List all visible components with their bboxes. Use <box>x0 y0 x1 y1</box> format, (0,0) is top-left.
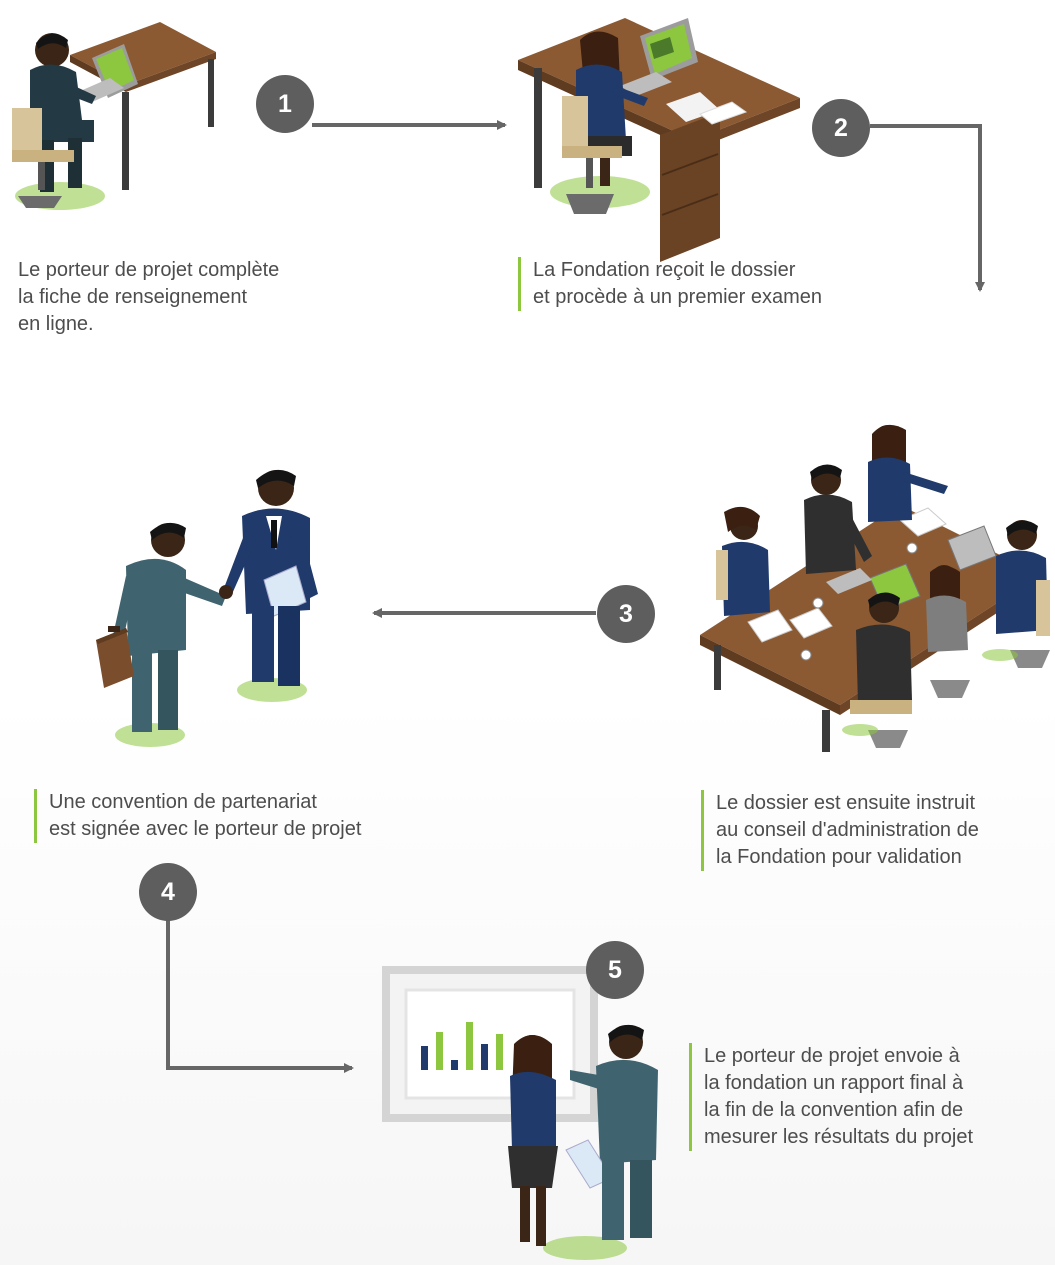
step-3-description: Le dossier est ensuite instruit au conse… <box>701 790 979 871</box>
step-1-line-2: la fiche de renseignement <box>18 286 248 308</box>
step-2-description: La Fondation reçoit le dossier et procèd… <box>518 257 822 311</box>
step-1-line-3: en ligne. <box>18 313 94 335</box>
step-badge-5: 5 <box>586 941 644 999</box>
board-meeting-table-illustration <box>700 424 1050 752</box>
employee-at-office-desk-illustration <box>518 18 800 262</box>
step-4-line-1: Une convention de partenariat <box>49 791 317 813</box>
step-4-line-2: est signée avec le porteur de projet <box>49 818 362 840</box>
step-1-description: Le porteur de projet complète la fiche d… <box>18 257 279 338</box>
step-5-line-1: Le porteur de projet envoie à <box>704 1045 960 1067</box>
step-2-line-2: et procède à un premier examen <box>533 286 823 308</box>
step-badge-4: 4 <box>139 863 197 921</box>
step-1-line-1: Le porteur de projet complète <box>18 259 280 281</box>
handshake-agreement-illustration <box>96 469 318 747</box>
step-badge-3: 3 <box>597 585 655 643</box>
step-5-line-2: la fondation un rapport final à <box>704 1072 964 1094</box>
step-2-line-1: La Fondation reçoit le dossier <box>533 259 796 281</box>
step-3-line-2: au conseil d'administration de <box>716 819 979 841</box>
arrow-step2-to-step3 <box>870 124 985 292</box>
step-3-line-1: Le dossier est ensuite instruit <box>716 792 976 814</box>
step-3-line-3: la Fondation pour validation <box>716 846 962 868</box>
person-at-laptop-desk-illustration <box>12 22 216 210</box>
step-5-line-3: la fin de la convention afin de <box>704 1099 964 1121</box>
step-badge-1: 1 <box>256 75 314 133</box>
presentation-board-illustration <box>382 966 658 1260</box>
step-5-description: Le porteur de projet envoie à la fondati… <box>689 1043 973 1151</box>
step-5-line-4: mesurer les résultats du projet <box>704 1126 974 1148</box>
step-badge-2: 2 <box>812 99 870 157</box>
arrow-step4-to-step5 <box>166 920 354 1073</box>
step-4-description: Une convention de partenariat est signée… <box>34 789 361 843</box>
